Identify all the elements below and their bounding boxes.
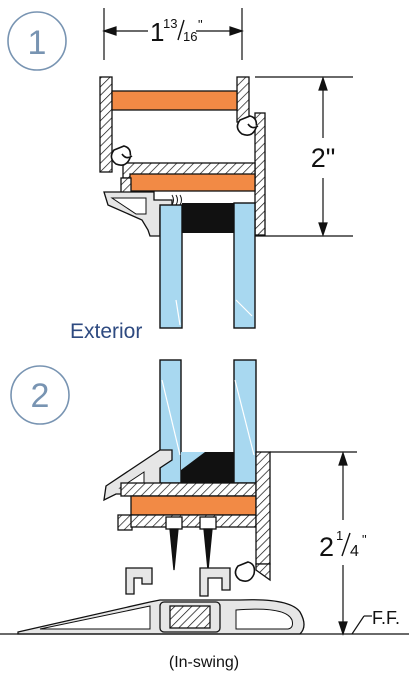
door-sweep xyxy=(165,516,217,571)
width-denominator: 16 xyxy=(183,29,197,44)
bottom-rail-profile xyxy=(117,451,271,582)
caption: (In-swing) xyxy=(169,654,239,671)
width-dimension-label: 1 13 16 " xyxy=(150,16,203,47)
height-bottom-denominator: 4 xyxy=(350,543,359,560)
top-frame-profile xyxy=(99,76,266,236)
finished-floor: F.F. xyxy=(0,608,409,635)
floor-label: F.F. xyxy=(372,608,400,628)
height-bottom-inch-mark: " xyxy=(362,532,367,547)
weatherstrip-clips xyxy=(110,115,259,166)
top-glass-lites xyxy=(159,202,256,329)
width-dimension xyxy=(102,8,244,60)
section-2-number: 2 xyxy=(31,377,50,415)
height-dimension-bottom xyxy=(270,451,357,636)
width-inch-mark: " xyxy=(198,17,203,32)
width-numerator: 13 xyxy=(163,16,177,31)
top-spacer xyxy=(182,203,234,233)
height-bottom-whole: 2 xyxy=(319,532,334,562)
threshold xyxy=(17,567,305,635)
height-top-label: 2" xyxy=(311,143,336,173)
exterior-label: Exterior xyxy=(70,320,142,343)
height-bottom-label: 2 1 4 " xyxy=(319,528,367,562)
bottom-seal xyxy=(234,561,256,582)
width-whole: 1 xyxy=(150,17,164,47)
height-dimension-top xyxy=(255,76,353,237)
section-2-marker: 2 xyxy=(10,365,70,425)
height-bottom-numerator: 1 xyxy=(336,528,343,543)
section-1-number: 1 xyxy=(28,24,47,62)
section-1-marker: 1 xyxy=(7,11,67,71)
